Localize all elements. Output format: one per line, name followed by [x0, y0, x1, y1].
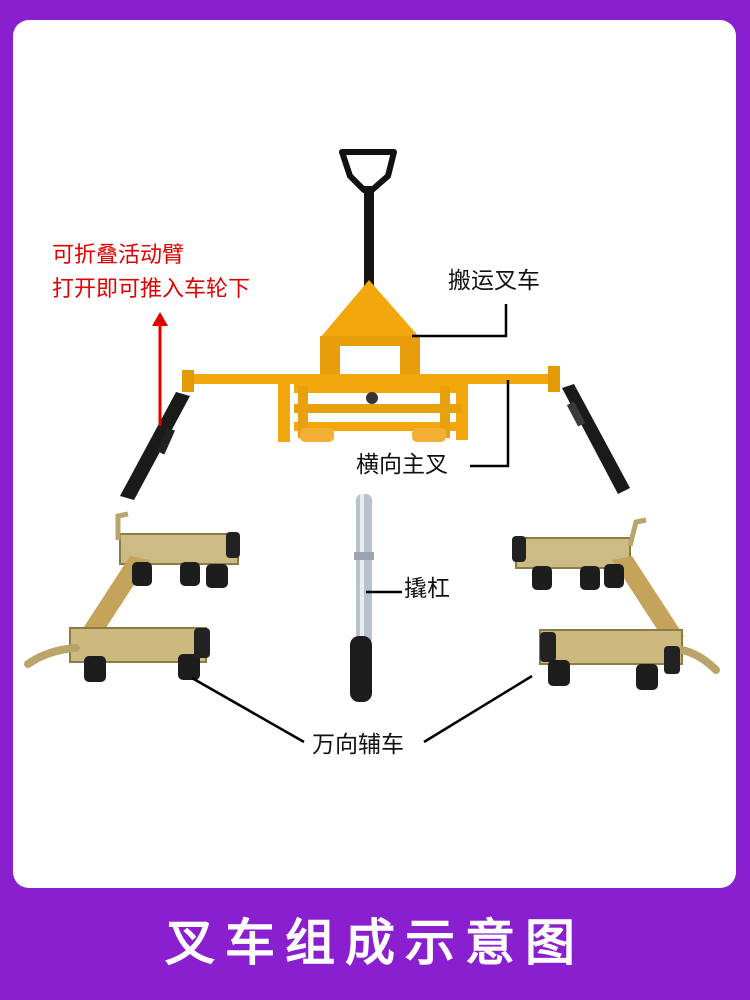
content-panel — [13, 20, 736, 888]
leader-main-cross-fork — [470, 380, 510, 468]
universal-dolly-label: 万向辅车 — [312, 732, 404, 758]
folding-arm-label-line1: 可折叠活动臂 — [52, 243, 185, 268]
folding-arm-left — [120, 392, 190, 500]
main-cross-fork-label: 横向主叉 — [356, 452, 448, 478]
pallet-jack — [182, 149, 560, 442]
leader-dolly-right — [423, 674, 533, 744]
leader-carrier-forklift — [412, 304, 508, 338]
folding-arm-right — [562, 384, 630, 494]
red-arrow — [152, 312, 168, 426]
leader-lines — [191, 304, 533, 744]
dolly-right — [512, 517, 720, 690]
pry-bar-label: 撬杠 — [404, 576, 450, 602]
dolly-left — [24, 511, 240, 682]
footer-title: 叉车组成示意图 — [165, 914, 585, 972]
folding-arm-label-line2: 打开即可推入车轮下 — [52, 277, 251, 302]
pry-bar — [350, 494, 374, 702]
leader-dolly-left — [191, 676, 305, 744]
carrier-forklift-label: 搬运叉车 — [448, 268, 540, 294]
